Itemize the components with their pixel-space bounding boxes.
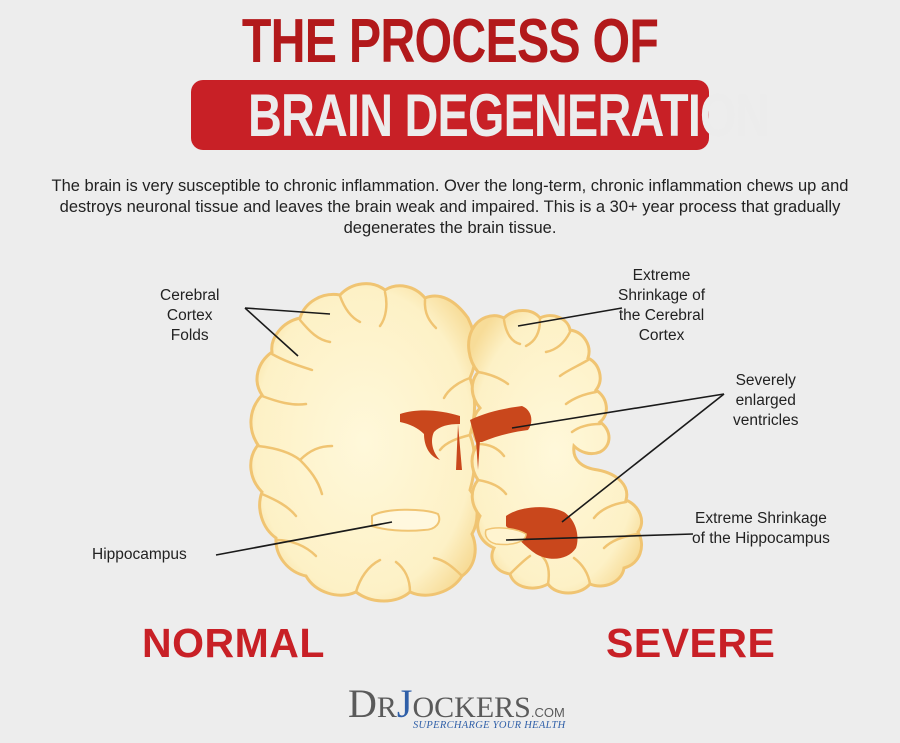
severe-hippocampus (484, 527, 527, 546)
label-hippocampus: Hippocampus (92, 546, 187, 563)
normal-ventricle (400, 410, 460, 460)
caption-normal: NORMAL (142, 620, 325, 666)
label-extreme-shrinkage-hippocampus: Extreme Shrinkage of the Hippocampus (692, 510, 830, 547)
drjockers-logo: DRJOCKERS.COM (348, 681, 565, 726)
label-enlarged-ventricles: Severely enlarged ventricles (733, 372, 799, 429)
severe-ventricle-upper (470, 406, 532, 442)
title-line-1: THE PROCESS OF (241, 7, 659, 76)
caption-severe: SEVERE (606, 620, 776, 666)
intro-text: The brain is very susceptible to chronic… (51, 177, 849, 237)
normal-folds (256, 290, 472, 594)
leader-lines (215, 307, 725, 556)
normal-hippocampus (371, 508, 441, 532)
severe-folds (476, 318, 640, 586)
normal-hemisphere (249, 282, 479, 603)
title-banner (191, 80, 709, 150)
label-cerebral-cortex-folds: Cerebral Cortex Folds (160, 287, 220, 344)
logo-tagline: SUPERCHARGE YOUR HEALTH (413, 720, 566, 731)
severe-ventricle-lower (506, 507, 578, 559)
label-extreme-shrinkage-cortex: Extreme Shrinkage of the Cerebral Cortex (618, 267, 706, 344)
